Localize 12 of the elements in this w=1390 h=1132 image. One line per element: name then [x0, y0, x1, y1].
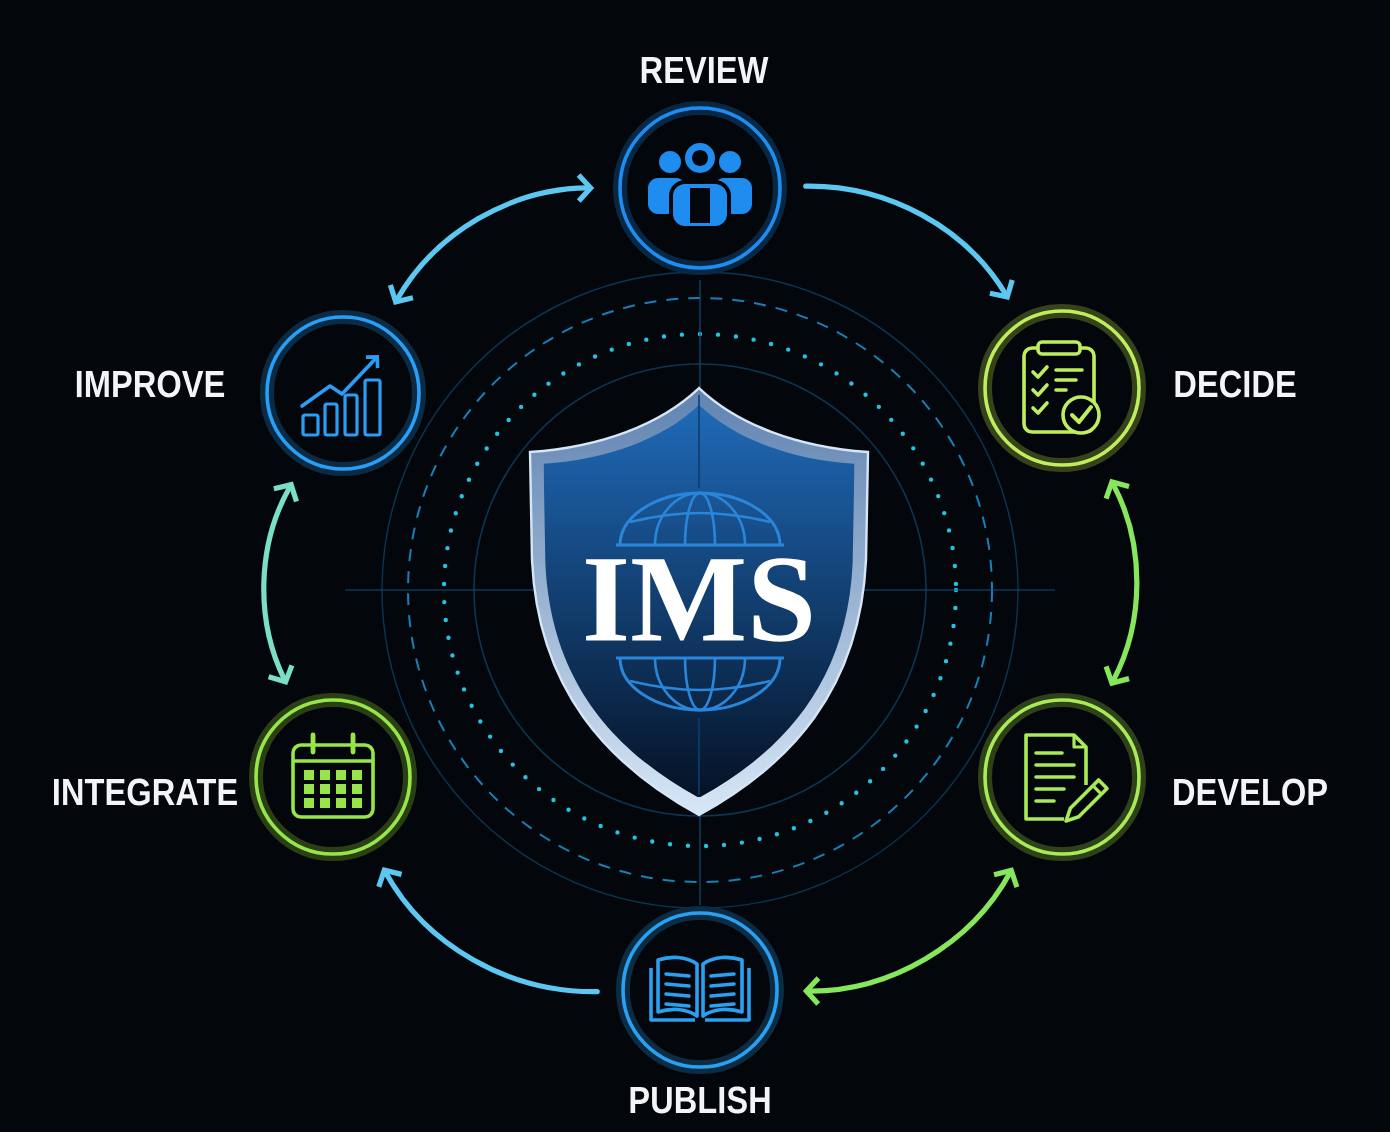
step-label: IMPROVE [76, 370, 225, 398]
step-label: REVIEW [641, 56, 769, 84]
step-label: INTEGRATE [54, 778, 237, 806]
step-label: DECIDE [1175, 370, 1296, 398]
arrow [803, 183, 1015, 300]
step-label: PUBLISH [630, 1086, 770, 1114]
arrow [1103, 478, 1140, 687]
arrow [376, 867, 600, 995]
step-label: DEVELOP [1174, 778, 1327, 806]
arrow [261, 481, 299, 685]
arrow [387, 173, 595, 305]
arrow [802, 867, 1020, 1006]
